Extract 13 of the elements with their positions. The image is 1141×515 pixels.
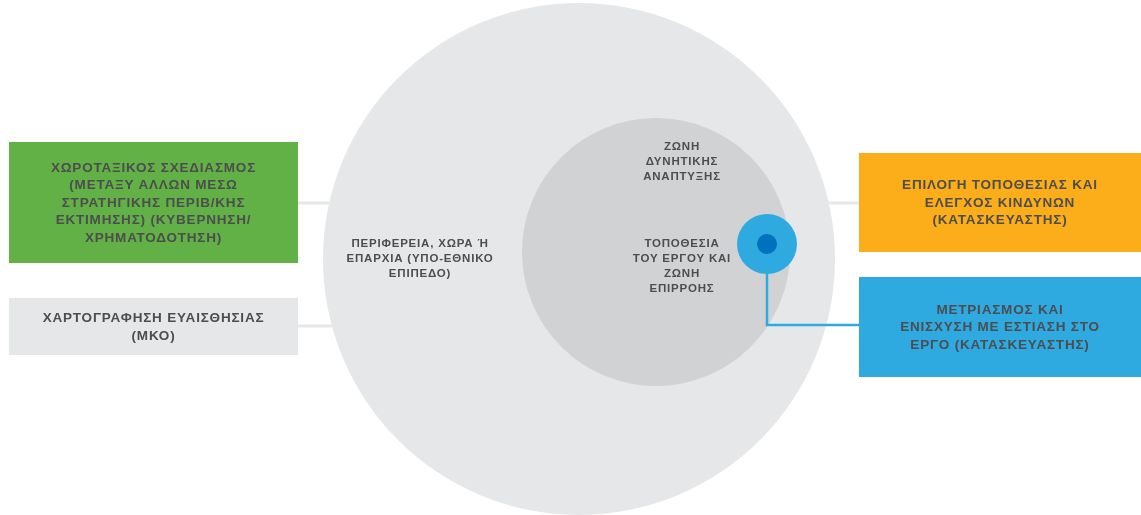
box-label: ΧΩΡΟΤΑΞΙΚΟΣ ΣΧΕΔΙΑΣΜΟΣ (ΜΕΤΑΞΥ ΑΛΛΩΝ ΜΕΣΩ ΣΤΡΑΤΗΓΙΚΗΣ ΠΕΡΙΒ/ΚΗΣ ΕΚΤΙΜΗΣΗΣ) (ΚΥΒΕΡΝΗΣΗ/ ΧΡΗΜΑΤΟΔΟΤΗΣΗ) xyxy=(49,158,258,247)
circle-label: ΠΕΡΙΦΕΡΕΙΑ, ΧΩΡΑ Ή ΕΠΑΡΧΙΑ (ΥΠΟ-ΕΘΝΙΚΟ ΕΠΙΠΕΔΟ) xyxy=(345,236,495,281)
planning-box xyxy=(9,142,298,263)
site-label: ΤΟΠΟΘΕΣΙΑ ΤΟΥ ΕΡΓΟΥ ΚΑΙ ΖΩΝΗ ΕΠΙΡΡΟΗΣ xyxy=(632,236,732,296)
box-label: ΜΕΤΡΙΑΣΜΟΣ ΚΑΙ ΕΝΙΣΧΥΣΗ ΜΕ ΕΣΤΙΑΣΗ ΣΤΟ ΕΡΓΟ (ΚΑΤΑΣΚΕΥΑΣΤΗΣ) xyxy=(899,300,1101,354)
site-selection-box xyxy=(859,153,1141,252)
box-label: ΧΑΡΤΟΓΡΑΦΗΣΗ ΕΥΑΙΣΘΗΣΙΑΣ (ΜΚΟ) xyxy=(41,308,266,345)
mapping-box xyxy=(9,298,298,355)
project-site-dot xyxy=(737,214,797,274)
box-label: ΕΠΙΛΟΓΗ ΤΟΠΟΘΕΣΙΑΣ ΚΑΙ ΕΛΕΓΧΟΣ ΚΙΝΔΥΝΩΝ (ΚΑΤΑΣΚΕΥΑΣΤΗΣ) xyxy=(901,176,1099,229)
mitigation-box xyxy=(859,277,1141,377)
connector-line xyxy=(765,274,859,327)
circle-label: ΖΩΝΗ ΔΥΝΗΤΙΚΗΣ ΑΝΑΠΤΥΞΗΣ xyxy=(642,139,722,184)
